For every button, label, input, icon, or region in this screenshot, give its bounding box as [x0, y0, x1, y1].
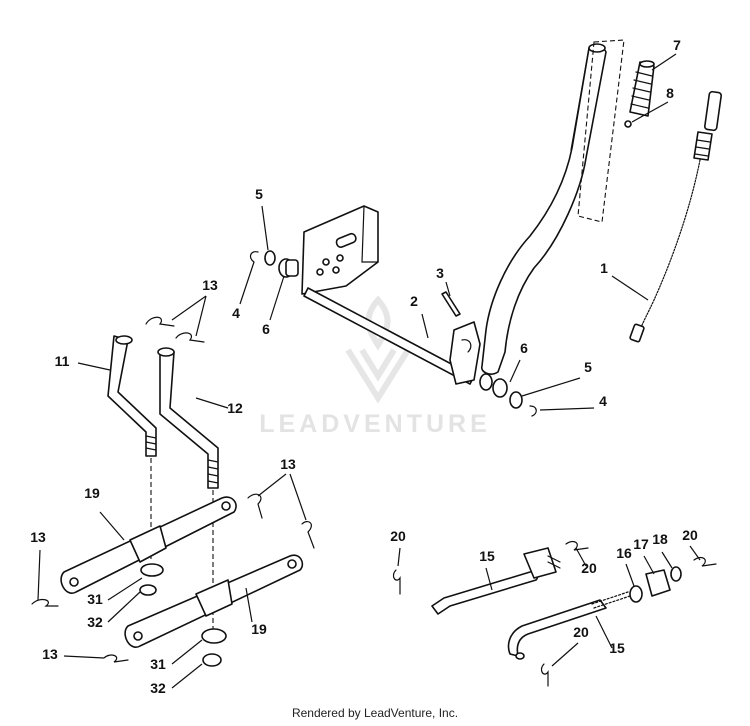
- lift-arm-lower: [124, 554, 304, 648]
- trunnion-washer: [670, 566, 682, 582]
- hairpin-clip-c: [247, 493, 263, 519]
- lift-lever: [480, 43, 607, 375]
- spacer-upper: [140, 563, 164, 577]
- callout-c19b: 19: [251, 621, 267, 637]
- callout-c15a: 15: [479, 548, 495, 564]
- watermark: LEADVENTURE: [259, 295, 491, 438]
- leader-lines: [37, 53, 701, 689]
- grip-outline: [577, 39, 625, 223]
- left-bushing-set: [249, 250, 299, 278]
- grip-screw: [624, 120, 632, 128]
- callout-c4b: 4: [599, 393, 607, 409]
- rod-clip-c: [693, 556, 717, 567]
- callout-c20a: 20: [390, 528, 406, 544]
- mounting-plate: [301, 205, 379, 295]
- lift-link-left: [107, 335, 157, 457]
- callout-c31b: 31: [150, 656, 166, 672]
- trunnion-nut: [629, 585, 643, 603]
- callout-c3: 3: [436, 265, 444, 281]
- callout-c17: 17: [633, 536, 649, 552]
- callout-c5b: 5: [584, 359, 592, 375]
- callout-c13b: 13: [280, 456, 296, 472]
- callout-c20b: 20: [581, 560, 597, 576]
- callout-c32a: 32: [87, 614, 103, 630]
- rod-clip-a: [392, 569, 401, 595]
- callout-c18: 18: [652, 531, 668, 547]
- callout-c13a: 13: [202, 277, 218, 293]
- spacer-lower: [201, 628, 227, 644]
- nut-lower: [202, 653, 222, 667]
- hairpin-clip-f: [103, 654, 129, 663]
- callout-c6b: 6: [520, 340, 528, 356]
- callout-c6a: 6: [262, 321, 270, 337]
- lift-arm-upper: [60, 496, 237, 594]
- callout-c16: 16: [616, 545, 632, 561]
- hairpin-clip-a: [145, 316, 175, 327]
- callout-c12: 12: [227, 400, 243, 416]
- cotter-pin: [441, 291, 461, 317]
- watermark-brand: LEADVENTURE: [259, 410, 491, 438]
- hairpin-clip-d: [301, 520, 315, 549]
- callout-c4a: 4: [232, 305, 240, 321]
- trunnion-block: [645, 569, 671, 597]
- callout-c11: 11: [55, 353, 70, 369]
- hairpin-clip-e: [31, 598, 59, 607]
- rod-clip-d: [540, 663, 549, 687]
- callout-c20d: 20: [573, 624, 589, 640]
- callout-c8: 8: [666, 85, 674, 101]
- footer-credit: Rendered by LeadVenture, Inc.: [291, 706, 459, 720]
- callout-c13d: 13: [42, 646, 58, 662]
- cross-shaft: [303, 287, 481, 385]
- adjust-rod-upper: [431, 547, 561, 615]
- callout-c19a: 19: [84, 485, 100, 501]
- nut-upper: [139, 584, 157, 596]
- hairpin-clip-b: [175, 332, 205, 343]
- adjust-rod-lower: [507, 591, 631, 660]
- callout-c5a: 5: [255, 186, 263, 202]
- callout-c20c: 20: [682, 527, 698, 543]
- height-cable: [629, 90, 722, 343]
- callout-c15b: 15: [609, 640, 625, 656]
- right-bushing-set: [479, 373, 537, 417]
- callout-c32b: 32: [150, 680, 166, 696]
- lift-link-right: [157, 347, 219, 489]
- handle-grip: [629, 60, 655, 117]
- callout-c31a: 31: [87, 591, 103, 607]
- callout-c2: 2: [410, 293, 418, 309]
- callout-c1: 1: [600, 260, 608, 276]
- callout-c7: 7: [673, 37, 681, 53]
- callout-c13c: 13: [30, 529, 46, 545]
- rod-clip-b: [565, 540, 589, 551]
